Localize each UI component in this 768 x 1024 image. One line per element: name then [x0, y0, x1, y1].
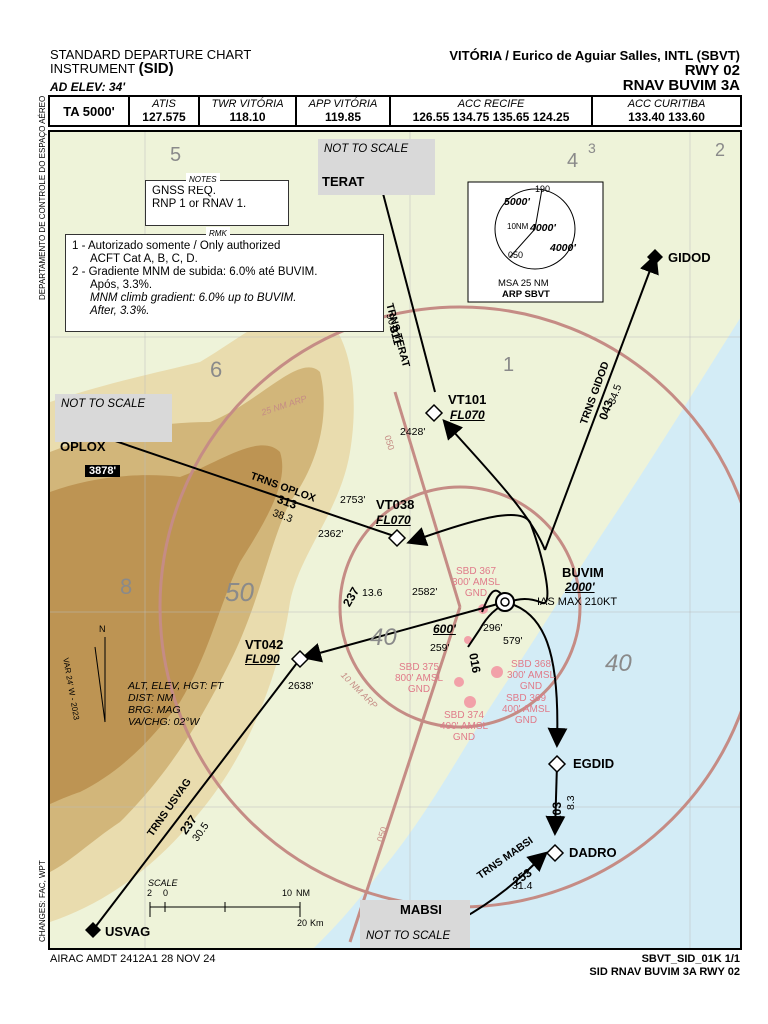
route-vt042 [301, 601, 506, 663]
runway: RWY 02 [684, 62, 740, 79]
alt-vt101: FL070 [450, 408, 485, 422]
fix-egdid [547, 754, 567, 774]
radial-050-n [393, 391, 462, 608]
route-usvag [92, 658, 301, 931]
label-oplox: OPLOX [60, 439, 106, 454]
label-terat: TERAT [322, 174, 365, 189]
radial-050-sw [348, 606, 462, 943]
label-vt038: VT038 [376, 497, 415, 512]
fix-vt101 [424, 403, 444, 423]
msa-diagram [467, 181, 604, 303]
label-gidod: GIDOD [668, 250, 711, 265]
route-terat [379, 181, 436, 393]
alt-vt042: FL090 [245, 652, 280, 666]
route-mabsi [459, 851, 549, 921]
terrain-high [50, 445, 283, 804]
route-gidod [544, 253, 659, 551]
label-vt042: VT042 [245, 637, 284, 652]
fix-vt038 [387, 528, 407, 548]
chart-type: STANDARD DEPARTURE CHART INSTRUMENT (SID… [50, 47, 252, 77]
alt-vt038: FL070 [376, 513, 411, 527]
restricted-areas [454, 604, 503, 708]
remarks-box: RMK 1 - Autorizado somente / Only author… [65, 227, 384, 332]
aerodrome-elevation: AD ELEV: 34' [50, 80, 126, 94]
airport-name: VITÓRIA / Eurico de Aguiar Salles, INTL … [449, 48, 740, 63]
chart-title: VITÓRIA / Eurico de Aguiar Salles, INTL … [449, 48, 740, 93]
north-arrow [94, 637, 106, 723]
fix-usvag [85, 922, 101, 938]
arc-10nm [338, 485, 582, 729]
routes [79, 181, 659, 931]
label-mabsi: MABSI [400, 902, 442, 917]
scale-bar [149, 902, 301, 917]
procedure-name: RNAV BUVIM 3A [622, 77, 740, 94]
route-dadro [545, 763, 566, 836]
side-changes: CHANGES: FAC, WPT [38, 860, 47, 942]
airac-amendment: AIRAC AMDT 2412A1 28 NOV 24 [50, 953, 216, 965]
chart-id: SBVT_SID_01K 1/1 SID RNAV BUVIM 3A RWY 0… [589, 953, 740, 978]
label-vt101: VT101 [448, 392, 487, 407]
water [313, 318, 740, 948]
label-egdid: EGDID [573, 756, 615, 771]
route-vt101 [442, 418, 546, 551]
label-usvag: USVAG [105, 924, 151, 939]
nts-oplox: NOT TO SCALE [55, 394, 172, 442]
alt-buvim: 2000' [565, 580, 595, 594]
map-graphics [50, 132, 740, 948]
fix-vt042 [290, 649, 310, 669]
legend-units: ALT, ELEV, HGT: FT DIST: NM BRG: MAG VA/… [128, 680, 224, 728]
nts-terat: NOT TO SCALE [318, 139, 435, 195]
route-egdid [504, 601, 568, 748]
nts-mabsi: NOT TO SCALE [360, 900, 470, 948]
label-dadro: DADRO [569, 845, 617, 860]
route-oplox [79, 428, 398, 538]
side-department: DEPARTAMENTO DE CONTROLE DO ESPAÇO AÉREO [38, 95, 47, 300]
fix-gidod [647, 249, 663, 265]
transition-altitude: TA 5000' [48, 95, 130, 127]
speed-buvim: IAS MAX 210KT [537, 596, 618, 608]
notes-box: NOTES GNSS REQ. RNP 1 or RNAV 1. [145, 173, 289, 226]
chart-map: NOTES GNSS REQ. RNP 1 or RNAV 1. RMK 1 -… [48, 130, 742, 950]
label-buvim: BUVIM [562, 565, 604, 580]
fix-dadro [545, 843, 565, 863]
